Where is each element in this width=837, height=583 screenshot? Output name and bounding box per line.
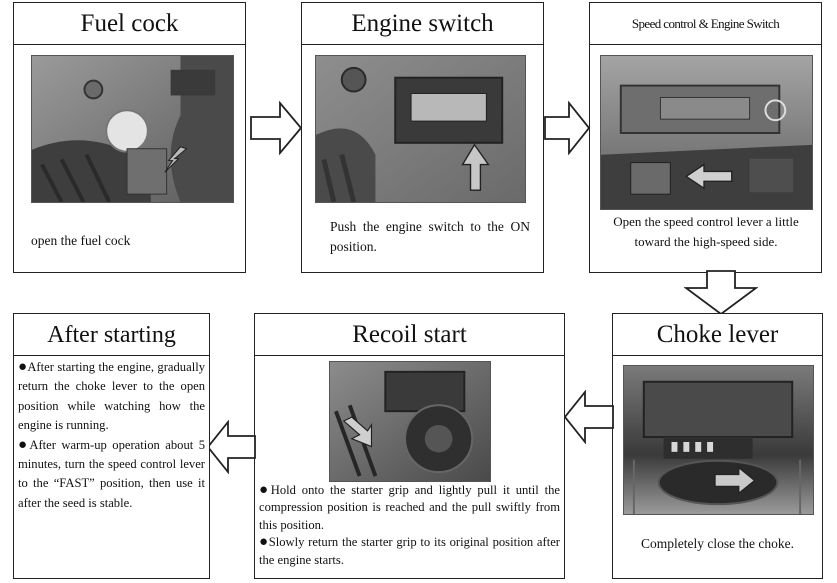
speed-control-panel: Speed control & Engine Switch Open the s… — [589, 2, 822, 273]
recoil-start-title: Recoil start — [255, 314, 564, 356]
after-starting-step-2-text: After warm-up operation about 5 minutes,… — [18, 437, 205, 510]
fuel-cock-photo — [31, 55, 234, 203]
after-starting-step-1: ●After starting the engine, gradually re… — [18, 358, 205, 436]
bullet-icon: ● — [18, 436, 30, 453]
engine-switch-title: Engine switch — [302, 3, 543, 45]
arrow-right-2 — [544, 101, 590, 155]
recoil-start-step-1-text: Hold onto the starter grip and lightly p… — [259, 483, 561, 532]
after-starting-panel: After starting ●After starting the engin… — [13, 313, 210, 579]
engine-switch-caption: Push the engine switch to the ON positio… — [330, 219, 530, 254]
fuel-cock-title: Fuel cock — [14, 3, 245, 45]
arrow-left-1 — [564, 390, 614, 444]
choke-lever-photo — [623, 365, 814, 515]
bullet-icon: ● — [18, 359, 28, 375]
bullet-icon: ● — [259, 482, 271, 498]
choke-lever-panel: Choke lever Completely close the choke. — [612, 313, 823, 579]
after-starting-steps: ●After starting the engine, gradually re… — [18, 358, 205, 513]
recoil-start-step-2: ●Slowly return the starter grip to its o… — [259, 534, 560, 569]
choke-lever-caption: Completely close the choke. — [641, 536, 794, 551]
speed-control-title: Speed control & Engine Switch — [590, 3, 821, 45]
after-starting-title: After starting — [14, 314, 209, 356]
arrow-right-1 — [250, 101, 302, 155]
recoil-start-step-2-text: Slowly return the starter grip to its or… — [259, 535, 560, 567]
speed-control-caption: Open the speed control lever a little to… — [613, 214, 799, 249]
recoil-start-steps: ●Hold onto the starter grip and lightly … — [259, 482, 560, 569]
speed-control-photo — [600, 55, 813, 210]
engine-switch-photo — [315, 55, 526, 203]
after-starting-step-1-text: After starting the engine, gradually ret… — [18, 360, 205, 433]
recoil-start-step-1: ●Hold onto the starter grip and lightly … — [259, 482, 560, 534]
arrow-left-2 — [207, 420, 256, 474]
after-starting-step-2: ●After warm-up operation about 5 minutes… — [18, 436, 205, 514]
recoil-start-panel: Recoil start ●Hold onto the starter grip… — [254, 313, 565, 579]
choke-lever-title: Choke lever — [613, 314, 822, 356]
engine-switch-panel: Engine switch Push the engine switch to … — [301, 2, 544, 273]
arrow-down — [684, 270, 758, 315]
fuel-cock-panel: Fuel cock open the fuel cock — [13, 2, 246, 273]
bullet-icon: ● — [259, 534, 269, 551]
recoil-start-photo — [329, 361, 491, 482]
fuel-cock-caption: open the fuel cock — [31, 233, 131, 248]
